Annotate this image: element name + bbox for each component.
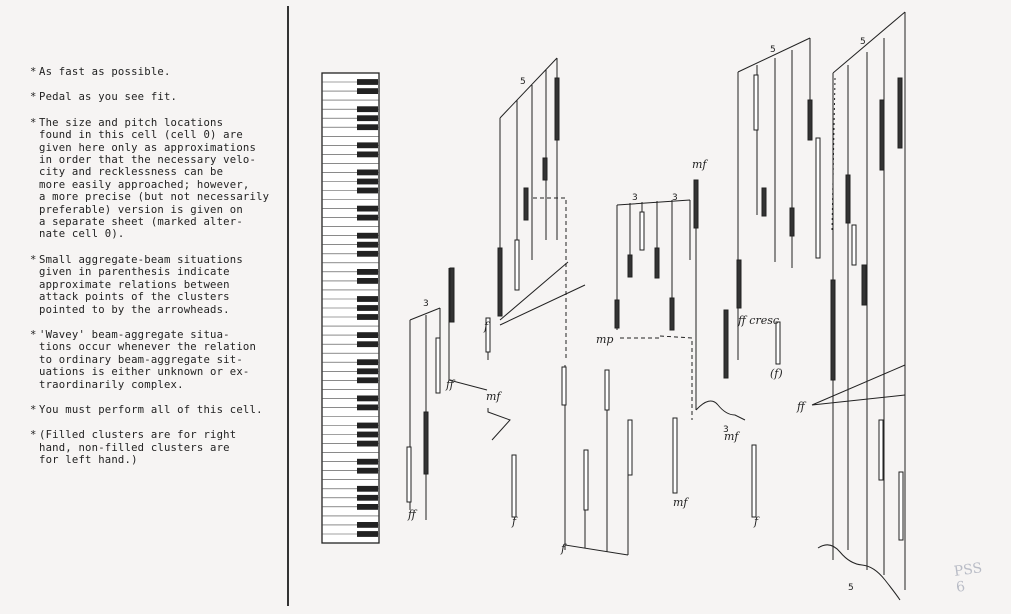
black-key — [357, 458, 378, 465]
instruction-item: *The size and pitch locations found in t… — [30, 116, 270, 241]
instruction-text: Small aggregate-beam situations given in… — [39, 253, 243, 316]
cluster-systems — [406, 11, 906, 601]
instruction-text: 'Wavey' beam-aggregate situa- tions occu… — [39, 328, 257, 391]
tuplet-five: 5 — [770, 45, 776, 55]
black-key — [357, 151, 378, 158]
black-key — [357, 305, 378, 311]
black-key — [357, 314, 378, 320]
instruction-text: You must perform all of this cell. — [39, 403, 263, 416]
black-key — [357, 377, 378, 384]
instruction-text: As fast as possible. — [39, 66, 171, 78]
black-key — [357, 440, 378, 447]
dynamic-f-paren: (f) — [770, 367, 783, 380]
tuplet-five: 5 — [860, 37, 866, 47]
tuplet-numbers: 3 5 3 3 5 5 3 5 — [423, 37, 866, 593]
dynamic-mf: mf — [486, 390, 502, 403]
instruction-text: Pedal as you see fit. — [39, 91, 178, 104]
dynamic-markings: ff ff mf f f f mf mf (f) mp ff cresc ff … — [407, 158, 807, 555]
black-key — [357, 178, 378, 185]
dynamic-mf: mf — [692, 158, 708, 171]
black-key — [357, 278, 378, 284]
dynamic-mf: mf — [724, 430, 740, 443]
tuplet-five: 5 — [848, 583, 854, 593]
black-key — [357, 115, 378, 122]
black-key — [357, 296, 378, 302]
black-key — [357, 205, 378, 212]
performance-instructions: *As fast as possible. *Pedal as you see … — [30, 66, 282, 480]
instruction-text: The size and pitch locations found in th… — [39, 116, 270, 241]
black-key — [357, 269, 378, 275]
piano-keyboard-diagram — [321, 72, 380, 544]
dynamic-ff: ff — [445, 378, 456, 391]
instruction-item: *Small aggregate-beam situations given i… — [30, 253, 243, 316]
dynamic-f: f — [483, 320, 490, 333]
instruction-text: (Filled clusters are for right hand, non… — [39, 429, 237, 467]
black-key — [357, 241, 378, 248]
dynamic-f: f — [753, 515, 760, 528]
tuplet-three: 3 — [423, 299, 429, 309]
tuplet-three: 3 — [632, 193, 638, 203]
black-key — [357, 106, 378, 113]
black-key — [357, 124, 378, 131]
instruction-item: *Pedal as you see fit. — [30, 91, 178, 104]
black-key — [357, 341, 378, 348]
black-key — [357, 214, 378, 221]
black-key — [357, 522, 378, 528]
black-key — [357, 422, 378, 429]
dynamic-f: f — [511, 515, 518, 528]
black-key — [357, 359, 378, 366]
instruction-item: *You must perform all of this cell. — [30, 403, 263, 416]
black-key — [357, 404, 378, 411]
tuplet-three: 3 — [672, 193, 678, 203]
instruction-item: *As fast as possible. — [30, 66, 171, 78]
black-key — [357, 395, 378, 402]
tuplet-three: 3 — [723, 425, 729, 435]
black-key — [357, 142, 378, 149]
dynamic-mf: mf — [673, 496, 689, 509]
instruction-item: *(Filled clusters are for right hand, no… — [30, 429, 237, 467]
black-key — [357, 494, 378, 501]
dynamic-mp: mp — [596, 333, 613, 346]
black-key — [357, 187, 378, 194]
dynamic-ff-cresc: ff cresc — [737, 314, 779, 327]
black-key — [357, 431, 378, 438]
black-key — [357, 232, 378, 239]
black-key — [357, 88, 378, 94]
black-key — [357, 250, 378, 257]
margin-divider-line — [287, 6, 289, 606]
dynamic-ff: ff — [796, 400, 807, 413]
black-key — [357, 332, 378, 338]
black-key — [357, 368, 378, 375]
black-key — [357, 467, 378, 474]
page-number-mark: PSS 6 — [952, 560, 984, 596]
dynamic-f: f — [560, 542, 567, 555]
black-key — [357, 79, 378, 85]
instruction-item: *'Wavey' beam-aggregate situa- tions occ… — [30, 328, 257, 391]
dynamic-ff: ff — [407, 508, 418, 521]
black-key — [357, 531, 378, 537]
black-key — [357, 485, 378, 492]
black-key — [357, 169, 378, 176]
tuplet-five: 5 — [520, 77, 526, 87]
black-key — [357, 504, 378, 510]
